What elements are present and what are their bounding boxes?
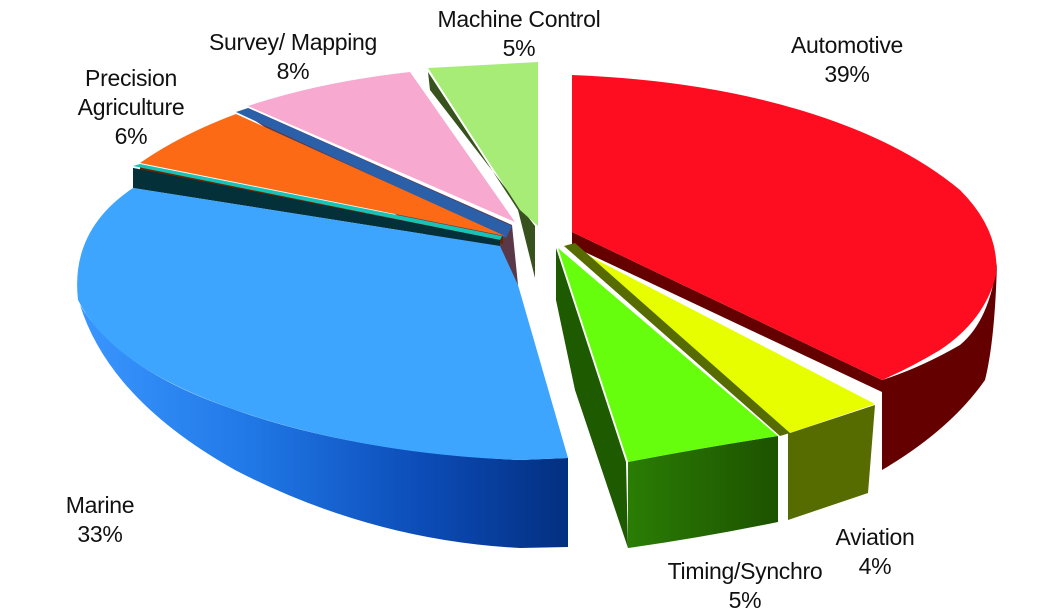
slice-timing-synchro xyxy=(556,248,778,548)
slice-machine-control-side xyxy=(428,72,535,278)
slice-timing-synchro-left-side xyxy=(556,248,628,548)
slice-automotive-top xyxy=(572,75,997,380)
label-aviation: Aviation 4% xyxy=(820,523,930,581)
label-machine-control-name: Machine Control xyxy=(437,6,601,32)
label-precision-agriculture-pct: 6% xyxy=(114,123,148,149)
label-survey-mapping: Survey/ Mapping 8% xyxy=(188,28,398,86)
slice-marine xyxy=(77,188,568,548)
slice-marine-top xyxy=(77,188,568,460)
label-precision-agriculture-name2: Agriculture xyxy=(77,94,185,120)
label-timing-synchro-pct: 5% xyxy=(728,587,762,613)
slice-aviation-top xyxy=(566,244,875,433)
slice-marine-side xyxy=(80,305,568,548)
label-marine: Marine 33% xyxy=(50,491,150,549)
label-timing-synchro: Timing/Synchro 5% xyxy=(655,557,835,615)
label-machine-control: Machine Control 5% xyxy=(404,5,634,63)
slice-survey-mapping-top xyxy=(248,72,515,222)
label-marine-name: Marine xyxy=(65,492,135,518)
slice-automotive xyxy=(572,75,997,470)
label-survey-mapping-name: Survey/ Mapping xyxy=(208,29,378,55)
label-aviation-name: Aviation xyxy=(835,524,915,550)
label-automotive-pct: 39% xyxy=(824,61,870,87)
label-machine-control-pct: 5% xyxy=(502,35,536,61)
label-survey-mapping-pct: 8% xyxy=(276,58,310,84)
label-automotive-name: Automotive xyxy=(790,32,904,58)
label-precision-agriculture: Precision Agriculture 6% xyxy=(56,64,206,151)
slice-teal-sliver xyxy=(133,164,502,246)
label-automotive: Automotive 39% xyxy=(762,31,932,89)
slice-aviation xyxy=(564,243,875,520)
label-precision-agriculture-name1: Precision xyxy=(85,65,177,91)
label-aviation-pct: 4% xyxy=(858,553,892,579)
slice-blue-sliver xyxy=(236,108,512,238)
label-timing-synchro-name: Timing/Synchro xyxy=(667,558,823,584)
slice-precision-agriculture-top xyxy=(140,114,505,236)
slice-timing-synchro-top xyxy=(558,248,778,462)
slice-automotive-side xyxy=(572,232,997,470)
label-marine-pct: 33% xyxy=(77,521,123,547)
slice-machine-control-top xyxy=(428,62,538,226)
slice-aviation-side xyxy=(565,245,875,520)
slice-machine-control xyxy=(428,62,538,278)
slice-timing-synchro-front-side xyxy=(628,436,778,548)
